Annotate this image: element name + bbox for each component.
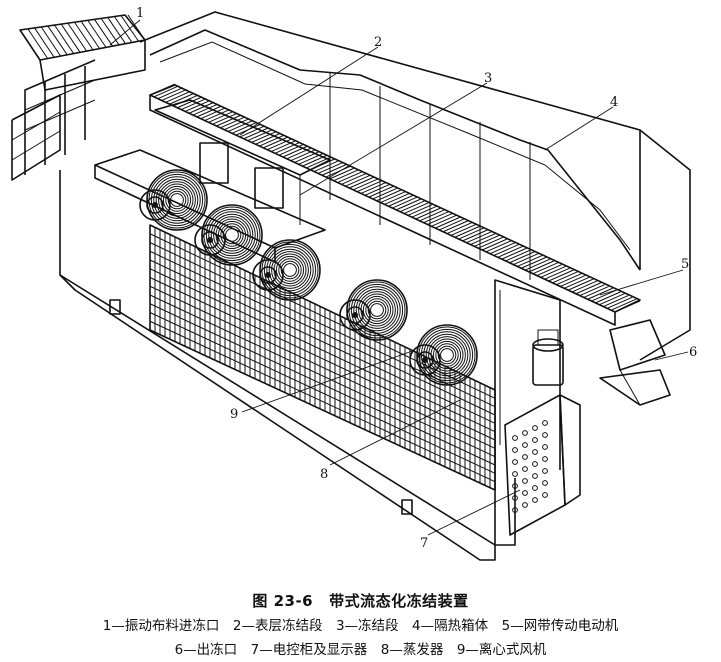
figure-caption-title: 图 23-6 带式流态化冻结装置	[0, 590, 721, 611]
callout-2: 2	[374, 35, 382, 50]
control-cabinet	[504, 394, 581, 536]
callout-8: 8	[320, 467, 328, 482]
evaporator	[149, 224, 496, 491]
outlet-chute	[599, 319, 671, 406]
belt-drive-motor	[532, 329, 564, 386]
mesh-conveyor-belt	[149, 83, 641, 326]
centrifugal-fan	[139, 169, 208, 231]
callout-3: 3	[484, 71, 492, 86]
centrifugal-fan	[194, 204, 263, 266]
callout-1: 1	[136, 6, 144, 21]
surface-freezing-section	[154, 99, 331, 225]
callout-numbers: 1 2 3 4 5 6 7 8 9	[136, 6, 697, 551]
legend-line-1: 1—振动布料进冻口 2—表层冻结段 3—冻结段 4—隔热箱体 5—网带传动电动机	[102, 618, 619, 634]
centrifugal-fan	[339, 279, 408, 341]
callout-6: 6	[689, 345, 697, 360]
fan-hood	[94, 149, 326, 263]
centrifugal-fan	[252, 239, 321, 301]
callout-7: 7	[420, 536, 428, 551]
callout-4: 4	[610, 95, 618, 110]
figure-title: 带式流态化冻结装置	[329, 592, 469, 610]
centrifugal-fans	[139, 169, 478, 386]
legend-line-2: 6—出冻口 7—电控柜及显示器 8—蒸发器 9—离心式风机	[174, 642, 547, 658]
callout-9: 9	[230, 407, 238, 422]
vibrating-feed-inlet	[11, 14, 146, 181]
figure-number: 图 23-6	[252, 592, 314, 610]
centrifugal-fan	[409, 324, 478, 386]
leader-lines	[109, 19, 689, 536]
freezer-illustration: 1 2 3 4 5 6 7 8 9	[11, 6, 697, 561]
callout-5: 5	[681, 257, 689, 272]
